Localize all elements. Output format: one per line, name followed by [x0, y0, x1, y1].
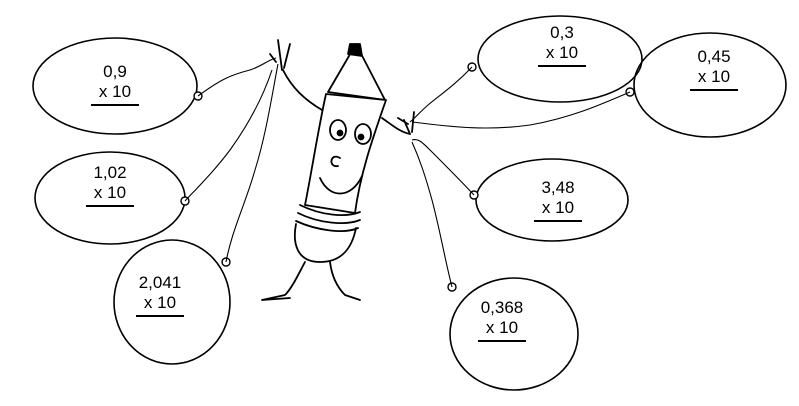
number: 0,45: [697, 47, 731, 66]
number: 2,041: [138, 273, 182, 292]
balloon-label-2-041: 2,041 x 10: [100, 273, 220, 317]
balloon-2-041: [113, 239, 231, 365]
multiplier: x 10: [135, 293, 185, 317]
number: 0,368: [480, 298, 524, 317]
multiplier: x 10: [533, 198, 583, 222]
balloon-label-0-45: 0,45 x 10: [654, 47, 774, 91]
multiplier: x 10: [477, 318, 527, 342]
multiplier: x 10: [689, 67, 739, 91]
balloon-label-0-368: 0,368 x 10: [442, 298, 562, 342]
balloon-strings: [184, 57, 631, 288]
number: 0,3: [550, 23, 574, 42]
balloon-label-1-02: 1,02 x 10: [50, 163, 170, 207]
balloon-0-368: [449, 277, 579, 391]
number: 3,48: [541, 178, 575, 197]
balloon-label-0-9: 0,9 x 10: [55, 62, 175, 106]
balloon-label-0-3: 0,3 x 10: [502, 23, 622, 67]
balloon-knots: [180, 62, 635, 292]
balloon-0-45: [633, 32, 787, 138]
balloon-0-3: [477, 15, 643, 103]
pencil-character: [261, 39, 415, 301]
multiplier: x 10: [537, 43, 587, 67]
balloon-label-3-48: 3,48 x 10: [498, 178, 618, 222]
number: 1,02: [93, 163, 127, 182]
number: 0,9: [103, 62, 127, 81]
multiplier: x 10: [90, 82, 140, 106]
balloon-3-48: [475, 158, 629, 242]
multiplier: x 10: [85, 183, 135, 207]
balloon-0-9: [32, 37, 198, 135]
